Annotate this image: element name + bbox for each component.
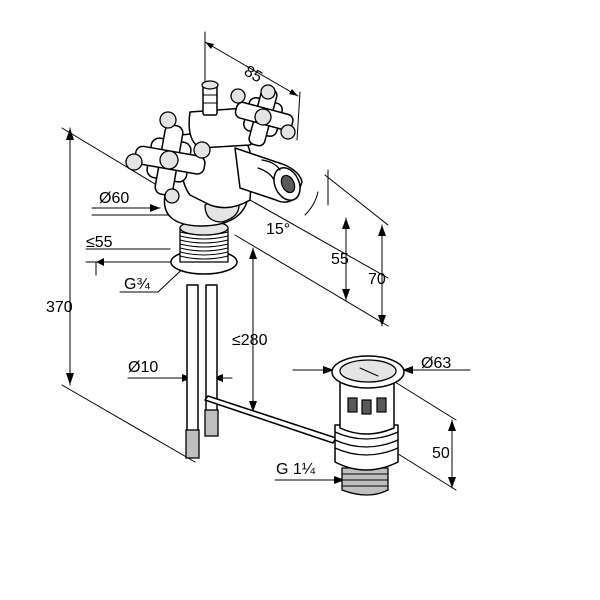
dim-width-top: 85 (241, 63, 265, 87)
tailpipe-assembly (185, 284, 337, 459)
dim-spout-height-inner: 55 (331, 251, 349, 268)
dim-waste-thread: G 1¼ (276, 461, 316, 478)
dimension-labels: 85 Ø60 ≤55 G¾ 370 15° 55 70 ≤280 Ø10 Ø63… (46, 63, 451, 478)
dim-height-total: 370 (46, 299, 73, 316)
left-cross-handle (125, 111, 211, 204)
dimension-lines (61, 31, 471, 491)
dim-tail-length: ≤280 (232, 332, 268, 349)
dim-rod-diameter: Ø10 (128, 359, 158, 376)
dim-waste-height: 50 (432, 445, 450, 462)
mixer-body (163, 80, 303, 227)
threaded-shank (170, 220, 238, 275)
dim-max-deck: ≤55 (86, 234, 113, 251)
dim-spout-height-outer: 70 (368, 271, 386, 288)
dim-waste-diameter: Ø63 (421, 355, 451, 372)
waste-fitting (331, 355, 405, 496)
dim-spout-angle: 15° (266, 221, 290, 238)
right-cross-handle (230, 84, 296, 147)
dim-thread-inlet: G¾ (124, 276, 150, 293)
dim-diameter-body: Ø60 (99, 190, 129, 207)
